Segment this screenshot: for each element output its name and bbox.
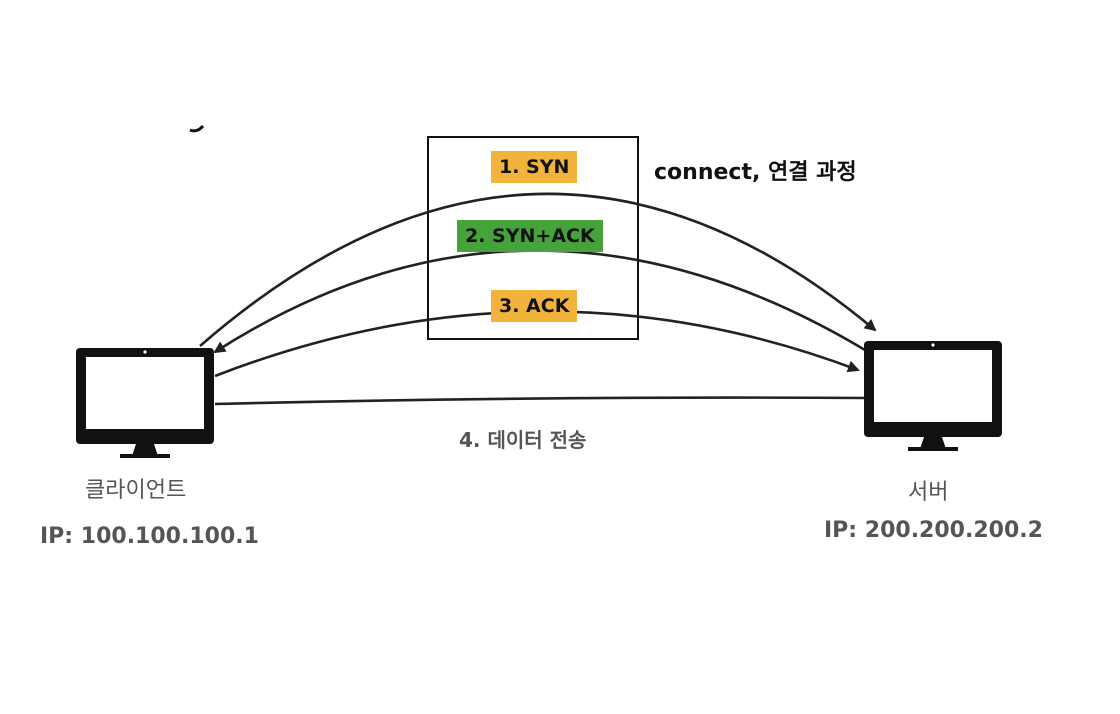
handshake-title: connect, 연결 과정 [654,160,857,185]
syn-arrow [199,192,877,347]
stray-mark [189,124,205,133]
server-name: 서버 [908,480,949,505]
server-monitor-icon [864,341,1002,451]
data-transfer-line [214,396,867,406]
step-ack-label: 3. ACK [491,290,578,322]
data-transfer-label: 4. 데이터 전송 [459,428,587,452]
step-syn-ack-label: 2. SYN+ACK [457,220,603,252]
server-ip: IP: 200.200.200.2 [824,518,1043,543]
client-monitor-icon [76,348,214,458]
client-name: 클라이언트 [85,478,187,503]
handshake-box [427,136,639,340]
client-ip: IP: 100.100.100.1 [40,524,259,549]
step-syn-label: 1. SYN [491,151,578,183]
